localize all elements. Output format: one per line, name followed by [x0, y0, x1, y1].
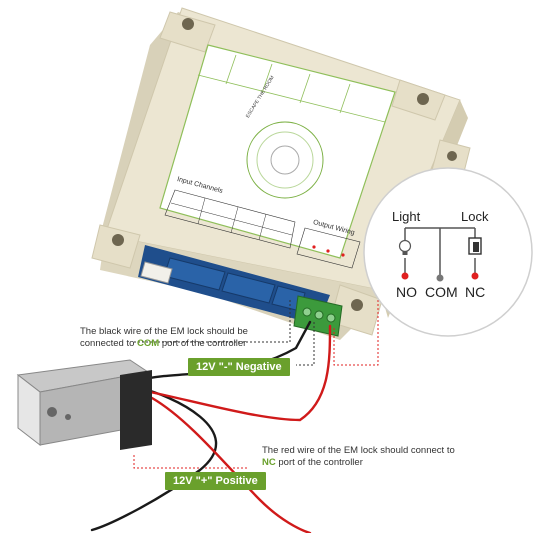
- em-lock: [16, 359, 152, 450]
- mount-hole: [417, 93, 429, 105]
- positive-tag: 12V "+" Positive: [165, 472, 266, 490]
- mount-hole: [351, 299, 363, 311]
- zoom-terminal-no: NO: [396, 284, 417, 300]
- label-panel: [159, 44, 396, 269]
- wiring-zoom: [363, 167, 533, 337]
- zoom-terminal-com: COM: [425, 284, 458, 300]
- lock-icon: [468, 237, 482, 255]
- zoom-light-label: Light: [392, 209, 421, 224]
- red-wire-note: The red wire of the EM lock should conne…: [262, 445, 455, 468]
- pcb-board: [138, 245, 330, 325]
- guide-lines: [133, 280, 379, 469]
- black-wire-note: The black wire of the EM lock should be …: [80, 326, 248, 349]
- zoom-lock-label: Lock: [461, 209, 489, 224]
- mount-hole: [112, 234, 124, 246]
- nc-terminal-marker: [471, 272, 479, 280]
- light-bulb-icon: [398, 239, 412, 255]
- com-terminal-marker: [436, 274, 444, 282]
- zoom-terminal-nc: NC: [465, 284, 486, 300]
- mount-hole: [182, 18, 194, 30]
- negative-tag: 12V "-" Negative: [188, 358, 290, 376]
- no-terminal-marker: [401, 272, 409, 280]
- mount-hole: [447, 151, 457, 161]
